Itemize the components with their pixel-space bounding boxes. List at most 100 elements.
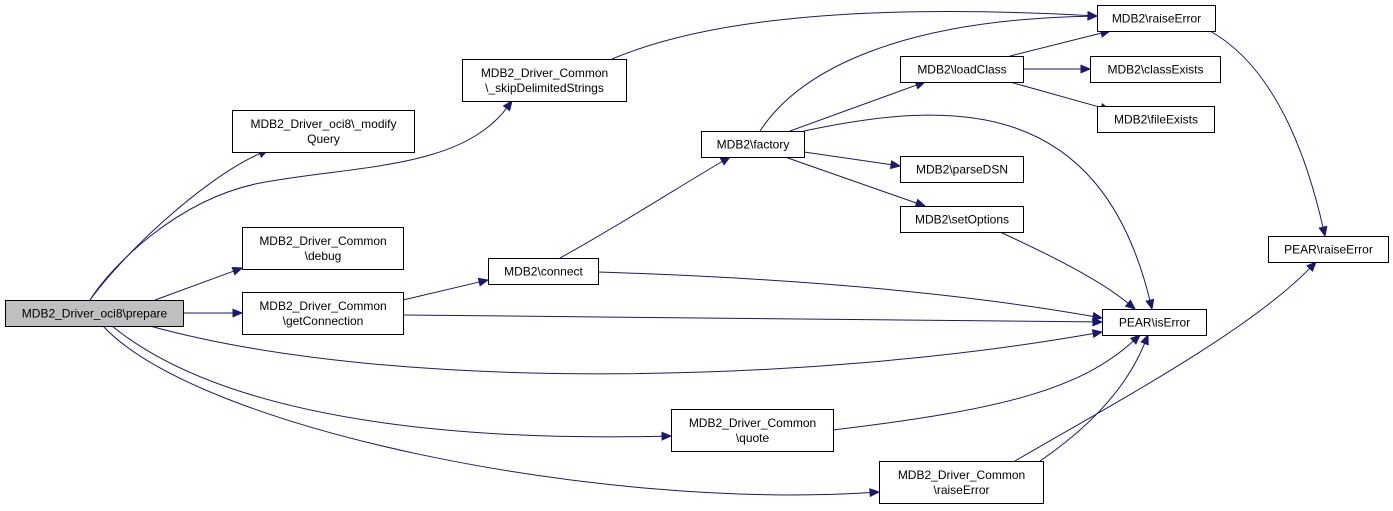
node-box — [462, 59, 627, 102]
node-label: MDB2\connect — [504, 265, 583, 279]
node-label: MDB2\loadClass — [917, 63, 1006, 77]
edge-arrowhead — [502, 99, 513, 112]
node-prepare[interactable]: MDB2_Driver_oci8\prepare — [5, 300, 184, 327]
edge-line — [597, 271, 1095, 318]
edge-line — [1009, 81, 1103, 109]
node-label: PEAR\isError — [1119, 316, 1190, 330]
node-box — [1102, 309, 1207, 336]
node-label: MDB2_Driver_Common — [259, 234, 386, 248]
node-fileExists[interactable]: MDB2\fileExists — [1097, 106, 1215, 133]
edge-line — [611, 10, 1090, 60]
edge-prepare-to-debug — [154, 267, 244, 301]
node-skipDelim[interactable]: MDB2_Driver_Common\_skipDelimitedStrings — [462, 59, 627, 102]
edge-line — [803, 114, 1151, 302]
edge-factory-to-isError — [803, 114, 1155, 311]
node-debug[interactable]: MDB2_Driver_Common\debug — [242, 227, 404, 270]
node-label: MDB2_Driver_Common — [481, 66, 608, 80]
edge-arrowhead — [1087, 11, 1099, 21]
edge-line — [559, 160, 724, 259]
node-label: \getConnection — [283, 314, 364, 328]
edge-connect-to-isError — [597, 271, 1104, 321]
node-box — [900, 206, 1024, 233]
edge-line — [784, 156, 918, 204]
node-box — [1097, 5, 1216, 32]
node-box — [242, 292, 404, 335]
node-box — [701, 131, 805, 158]
edge-loadClass-to-fileExists — [1009, 81, 1112, 112]
node-mdb2RaiseError[interactable]: MDB2\raiseError — [1097, 5, 1216, 32]
edge-prepare-to-getConnection — [183, 308, 244, 318]
node-label: PEAR\raiseError — [1284, 243, 1373, 257]
edge-factory-to-mdb2RaiseError — [759, 11, 1099, 132]
edge-arrowhead — [1140, 333, 1149, 346]
node-label: MDB2\setOptions — [915, 213, 1009, 227]
edge-quote-to-isError — [832, 334, 1141, 431]
node-factory[interactable]: MDB2\factory — [701, 131, 805, 158]
node-label: MDB2_Driver_oci8\prepare — [22, 307, 168, 321]
edge-factory-to-setOptions — [784, 156, 927, 208]
edge-loadClass-to-classExists — [1023, 64, 1092, 74]
edge-arrowhead — [1129, 334, 1141, 345]
node-box — [1097, 106, 1215, 133]
edge-arrowhead — [869, 488, 881, 498]
edge-line — [1014, 267, 1311, 462]
edge-arrowhead — [914, 198, 927, 208]
node-box — [879, 461, 1044, 504]
node-box — [1268, 236, 1389, 263]
edge-factory-to-parseDSN — [803, 151, 902, 170]
node-isError[interactable]: PEAR\isError — [1102, 309, 1207, 336]
edge-setOptions-to-isError — [999, 231, 1136, 310]
node-label: MDB2_Driver_oci8\_modify — [250, 117, 396, 131]
edge-arrowhead — [477, 277, 490, 287]
edge-prepare-to-skipDelim — [89, 99, 513, 301]
edge-prepare-to-commonRaiseError — [102, 325, 881, 498]
edge-prepare-to-isError — [149, 325, 1104, 375]
node-parseDSN[interactable]: MDB2\parseDSN — [900, 156, 1024, 183]
edge-arrowhead — [1080, 64, 1092, 74]
node-loadClass[interactable]: MDB2\loadClass — [900, 56, 1024, 83]
edge-arrowhead — [1318, 225, 1328, 238]
edge-arrowhead — [1091, 311, 1104, 321]
node-box — [242, 227, 404, 270]
edge-line — [402, 314, 1095, 323]
edge-skipDelim-to-mdb2RaiseError — [611, 10, 1099, 60]
node-box — [5, 300, 184, 327]
edge-commonRaiseError-to-isError — [1039, 333, 1149, 462]
edge-line — [89, 107, 508, 301]
node-getConnection[interactable]: MDB2_Driver_Common\getConnection — [242, 292, 404, 335]
edges-layer — [89, 10, 1328, 498]
node-label: \quote — [736, 431, 770, 445]
node-box — [671, 409, 834, 452]
edge-arrowhead — [1091, 329, 1104, 339]
node-classExists[interactable]: MDB2\classExists — [1090, 56, 1221, 83]
edge-line — [111, 325, 664, 438]
node-label: MDB2\classExists — [1107, 63, 1203, 77]
nodes-layer: MDB2_Driver_oci8\prepare MDB2_Driver_oci8… — [5, 5, 1389, 504]
edge-line — [1039, 342, 1146, 462]
edge-line — [789, 84, 918, 132]
node-box — [488, 258, 599, 285]
edge-arrowhead — [232, 308, 244, 318]
edge-line — [759, 15, 1090, 132]
node-pearRaiseError[interactable]: PEAR\raiseError — [1268, 236, 1389, 263]
edge-prepare-to-modifyQuery — [89, 149, 270, 301]
edge-arrowhead — [1124, 299, 1136, 310]
node-quote[interactable]: MDB2_Driver_Common\quote — [671, 409, 834, 452]
node-setOptions[interactable]: MDB2\setOptions — [900, 206, 1024, 233]
node-label: MDB2\factory — [717, 138, 790, 152]
edge-getConnection-to-isError — [402, 314, 1104, 327]
node-commonRaiseError[interactable]: MDB2_Driver_Common\raiseError — [879, 461, 1044, 504]
edge-arrowhead — [1145, 298, 1155, 311]
node-label: \debug — [305, 249, 342, 263]
edge-arrowhead — [889, 160, 902, 170]
node-box — [900, 56, 1024, 83]
node-label: \_skipDelimitedStrings — [485, 81, 604, 95]
node-label: MDB2\raiseError — [1112, 12, 1201, 26]
node-connect[interactable]: MDB2\connect — [488, 258, 599, 285]
edge-commonRaiseError-to-pearRaiseError — [1014, 261, 1317, 462]
node-box — [900, 156, 1024, 183]
node-label: Query — [307, 132, 340, 146]
edge-line — [1009, 32, 1103, 57]
